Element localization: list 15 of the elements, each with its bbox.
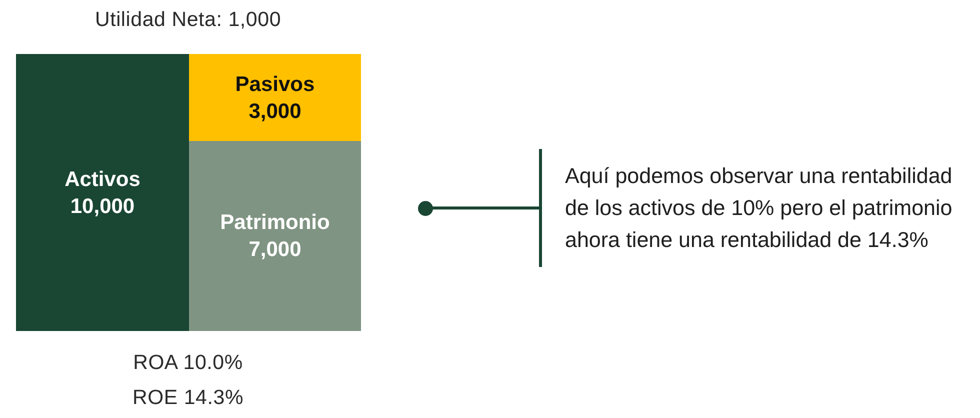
block-value: 3,000 — [248, 98, 302, 124]
leader-line — [432, 206, 539, 210]
equity-block — [189, 141, 361, 331]
chart-title: Utilidad Neta: 1,000 — [94, 7, 282, 33]
connector-dot — [418, 200, 432, 216]
assets-block — [16, 54, 189, 331]
liabilities-block — [189, 54, 361, 141]
callout-text: Aquí podemos observar una rentabilidad de los activos de 10% pero el patrimonio ahora tiene una rentabilidad de 14.3% — [565, 163, 954, 254]
block-label: Pasivos — [235, 72, 315, 98]
block-value: 10,000 — [70, 194, 135, 220]
block-label: Activos — [64, 166, 140, 192]
block-label: Patrimonio — [220, 210, 330, 236]
ratio-label: ROE 14.3% — [132, 385, 244, 411]
ratio-label: ROA 10.0% — [133, 350, 243, 376]
block-value: 7,000 — [248, 237, 302, 263]
